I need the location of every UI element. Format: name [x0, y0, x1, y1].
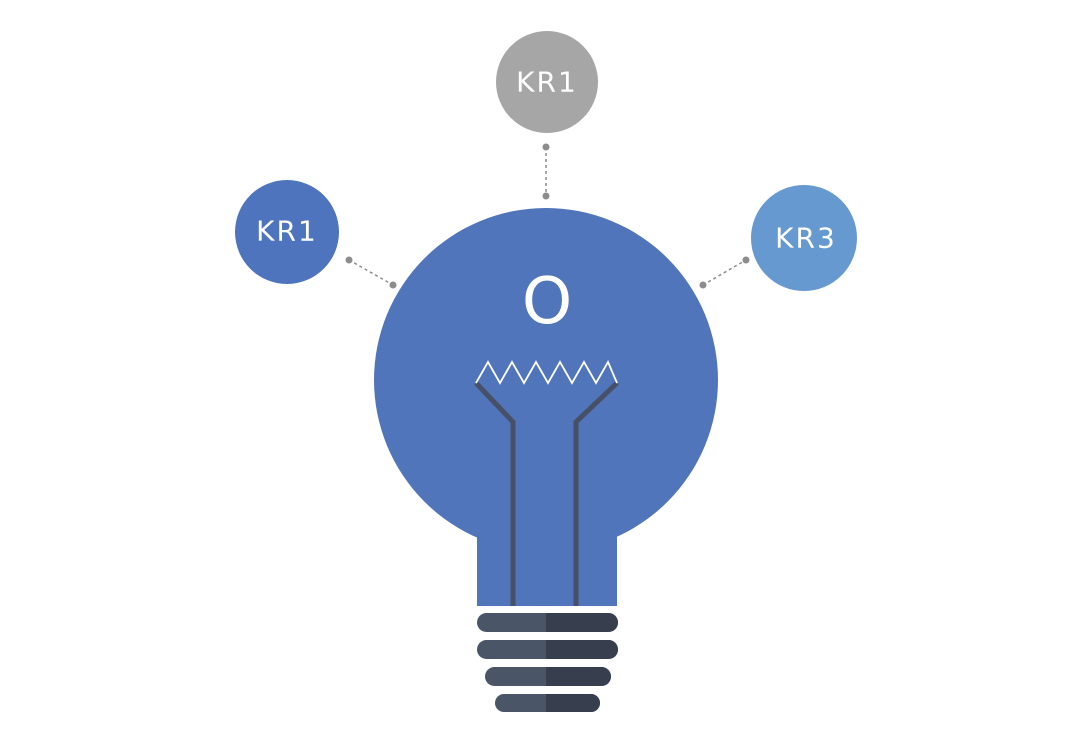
kr-label-left: KR1: [256, 215, 318, 248]
lightbulb: O: [374, 208, 718, 606]
kr-circle-right: [751, 185, 857, 291]
kr-node-right: KR3: [751, 185, 857, 291]
filament-wire-left: [474, 381, 516, 606]
connectors: [345, 143, 750, 289]
connector-top-dot-end: [542, 192, 550, 200]
connector-top-dot-start: [542, 143, 550, 151]
connector-right: [702, 259, 747, 286]
bulb-neck: [477, 470, 617, 606]
connector-left-dot-end: [389, 281, 397, 289]
kr-circle-left: [235, 180, 339, 284]
base-thread-4: [495, 694, 600, 712]
kr-label-top: KR1: [516, 66, 578, 99]
kr-node-top: KR1: [496, 31, 598, 133]
kr-label-right: KR3: [775, 222, 837, 255]
base-thread-2: [477, 640, 619, 659]
bulb-base: [477, 613, 619, 712]
connector-left-dot-start: [345, 256, 353, 264]
objective-label: O: [522, 265, 572, 339]
filament-wire-right: [573, 381, 619, 606]
base-thread-3: [485, 667, 611, 686]
base-thread-1: [477, 613, 619, 632]
connector-left: [348, 259, 394, 286]
connector-right-dot-start: [699, 281, 707, 289]
kr-circle-top: [496, 31, 598, 133]
filament-zigzag: [475, 359, 618, 385]
connector-right-dot-end: [742, 256, 750, 264]
kr-node-left: KR1: [235, 180, 339, 284]
